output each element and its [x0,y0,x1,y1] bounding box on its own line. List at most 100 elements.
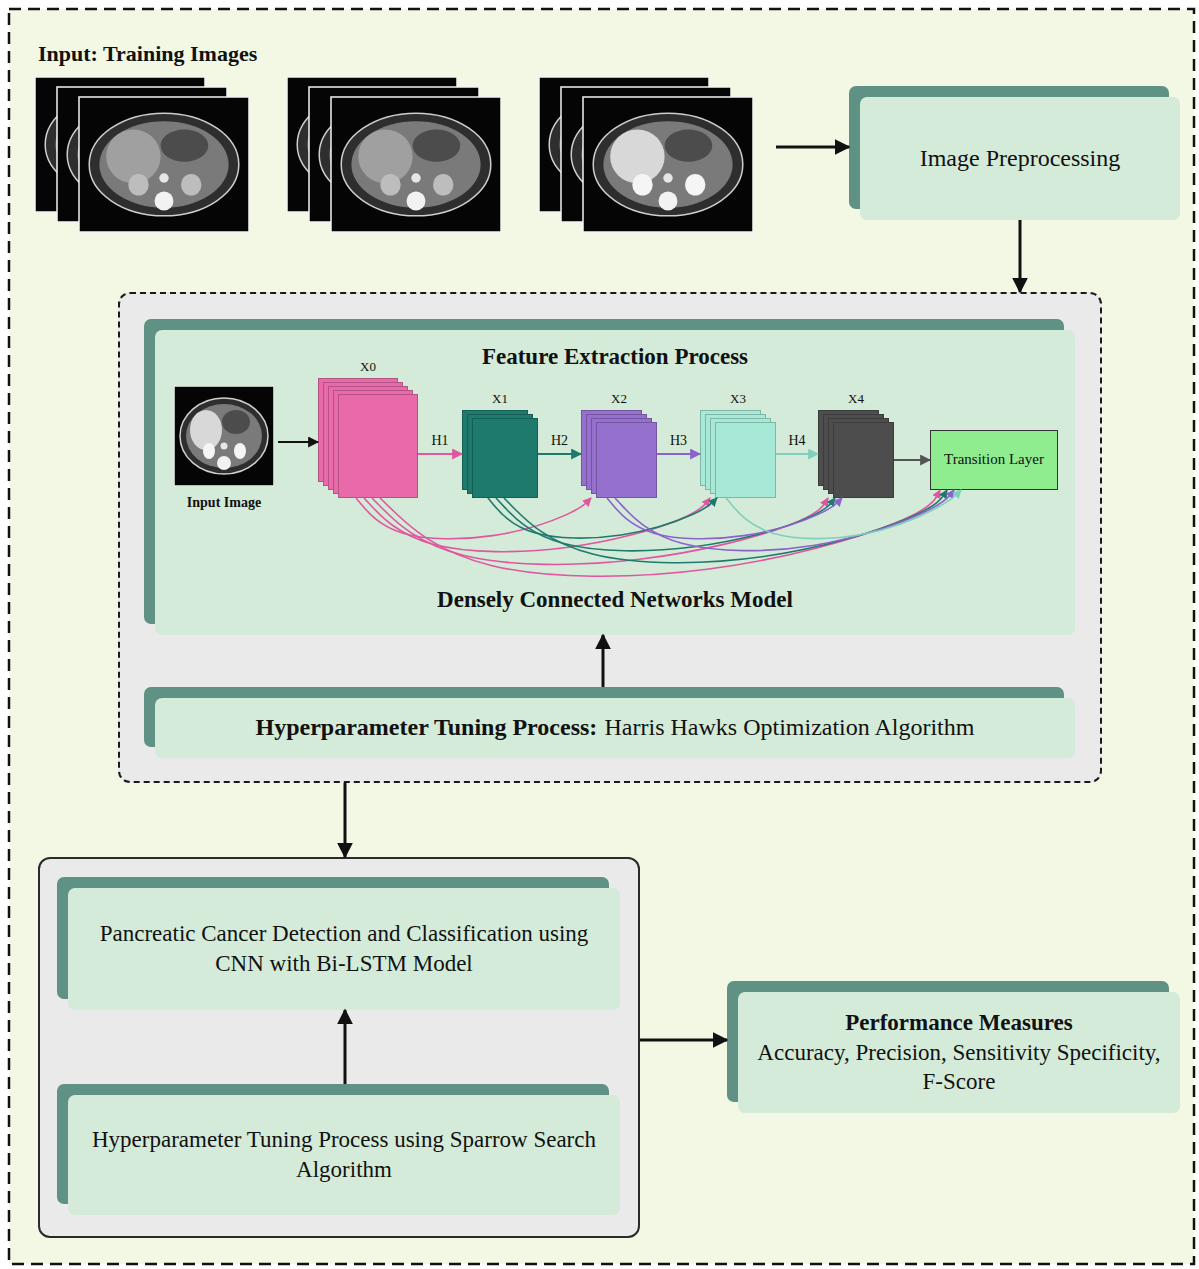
flow-arrow [344,1010,347,1084]
feature-map-drawing [462,410,538,498]
ct-part [217,456,231,470]
feature-extraction-box: Feature Extraction ProcessDensely Connec… [155,330,1075,635]
ct-part [407,192,426,211]
box-subtext: Densely Connected Networks Model [437,585,793,615]
dense-connection [364,498,710,552]
box-text: Image Preprocessing [920,143,1121,174]
box-text: Performance Measures [845,1008,1073,1038]
ct-part [331,97,501,232]
flow-arrow [657,453,700,455]
feature-map [716,423,776,498]
flow-arrow [776,453,818,455]
solid-panel: Pancreatic Cancer Detection and Classifi… [38,857,640,1238]
dense-connection [726,490,961,539]
flow-arrow [418,453,462,455]
ct-part [665,129,713,161]
box-text: Input Image [187,494,261,512]
ct-part [180,398,268,474]
ct-part [222,410,250,434]
box-text: Feature Extraction Process [482,342,748,372]
dense-connection [607,498,842,539]
ct-part [221,443,228,450]
dense-connection [496,498,835,551]
feature-map [473,419,538,498]
box-text: Hyperparameter Tuning Process using Spar… [86,1125,602,1185]
feature-map [834,423,894,498]
ct-part [161,129,209,161]
box-text: Pancreatic Cancer Detection and Classifi… [86,919,602,979]
feature-map-drawing [318,378,418,498]
feature-map-drawing [581,410,657,498]
feature-map-stack: X3 [700,390,776,498]
feature-map-drawing [700,410,776,498]
box-text: Input: Training Images [38,40,776,69]
ct-part [632,174,652,196]
box-text: Transition Layer [944,450,1044,470]
layer-label: X3 [700,390,776,408]
ct-slice [174,386,274,486]
feature-map [339,395,418,498]
dense-connection [488,498,717,538]
feature-map-stack: X0 [318,358,418,498]
dense-connection [356,498,591,539]
ct-slice [331,97,501,232]
ct-part [411,173,420,182]
ct-image-stacks [34,76,774,236]
ct-part [593,113,743,216]
ct-part [433,174,453,196]
ct-part [659,192,678,211]
dense-connection [380,490,940,576]
feature-map-stack: X1 [462,390,538,498]
process-box: Image Preprocessing [860,97,1180,220]
process-box: Hyperparameter Tuning Process:Harris Haw… [155,698,1075,758]
input-image: Input Image [170,386,278,512]
connectors [278,147,1020,1084]
flow-arrow [344,783,347,857]
ct-part [341,113,491,216]
ct-part [203,443,215,459]
edge-label: H1 [429,433,450,449]
ct-part [358,129,412,183]
layer-label: X2 [581,390,657,408]
feature-map-stack: X4 [818,390,894,498]
flow-arrow [894,459,930,461]
ct-part [413,129,461,161]
ct-part [174,386,274,486]
ct-part [106,129,160,183]
flow-arrow [776,146,849,149]
flow-arrow [1019,220,1022,292]
ct-part [380,174,400,196]
layer-label: X4 [818,390,894,408]
ct-part [610,129,664,183]
flow-arrow [640,1039,727,1042]
ct-part [181,174,201,196]
ct-part [685,174,705,196]
box-text: Hyperparameter Tuning Process: [256,712,598,743]
box-subtext: Accuracy, Precision, Sensitivity Specifi… [756,1038,1162,1098]
edge-label: H4 [786,433,807,449]
feature-map-drawing [818,410,894,498]
feature-map [597,423,657,498]
ct-part [89,113,239,216]
layer-label: X1 [462,390,538,408]
edge-label: H2 [549,433,570,449]
ct-part [583,97,753,232]
feature-map-stack: X2 [581,390,657,498]
dashed-panel: Feature Extraction ProcessDensely Connec… [118,292,1102,783]
ct-part [663,173,672,182]
layer-label: X0 [318,358,418,376]
ct-part [190,410,222,450]
ct-part [155,192,174,211]
process-box: Performance MeasuresAccuracy, Precision,… [738,992,1180,1113]
ct-slice [79,97,249,232]
ct-slice [583,97,753,232]
dense-connection [504,490,947,563]
dense-connection [615,490,954,551]
flow-arrow [602,635,605,687]
box-subtext: Harris Hawks Optimization Algorithm [605,712,975,743]
ct-part [234,443,246,459]
